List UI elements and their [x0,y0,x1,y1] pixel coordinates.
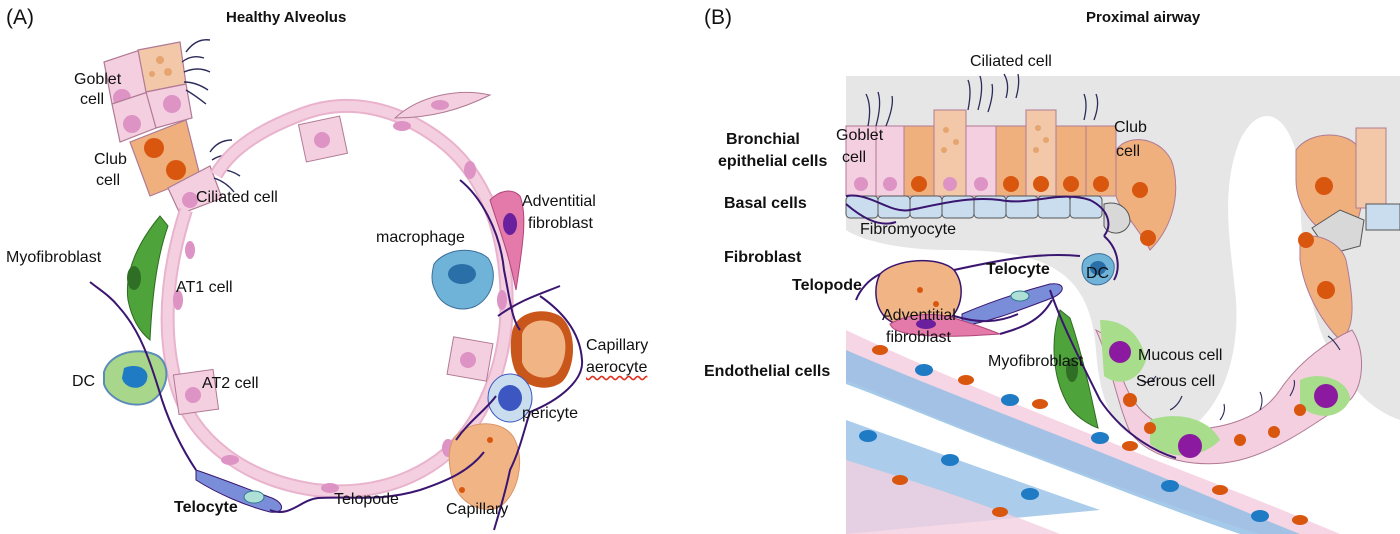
basal-cells-row [845,195,1131,234]
capillary-aerocyte-cell [510,311,573,388]
label-ciliated-cell: Ciliated cell [970,53,1052,70]
capillary-cell [448,423,521,510]
label-endothelial-cells: Endothelial cells [704,363,831,380]
label-goblet: Goblet [74,71,122,88]
label-telopode: Telopode [334,491,399,508]
label-telocyte: Telocyte [174,499,238,516]
pericyte-cell [487,373,533,423]
telocyte-cell [961,283,1063,327]
alveolus-illustration [89,39,584,531]
label-myofibroblast: Myofibroblast [6,249,102,266]
label-capillary: Capillary [446,501,509,518]
label-fibromyocyte: Fibromyocyte [860,221,957,238]
label-club-2: cell [96,172,121,189]
panel-b-letter: (B) [704,6,732,29]
airway-illustration [845,73,1400,534]
label-mucous-cell: Mucous cell [1138,347,1223,364]
bronchial-epithelium [845,73,1177,251]
endothelial-vessels [846,330,1340,534]
label-capillary-aerocyte: Capillary [586,337,649,354]
label-adventitial-2: fibroblast [886,329,951,346]
submucosal-gland [1094,320,1363,465]
label-bronchial: Bronchial [726,131,800,148]
airway-epithelium-column [103,39,241,215]
alveolar-wall [160,91,514,499]
myofibroblast-cell [126,215,169,342]
label-telopode: Telopode [792,277,862,294]
label-basal-cells: Basal cells [724,195,807,212]
label-goblet-2: cell [80,91,105,108]
label-capillary-aerocyte-2: aerocyte [586,359,648,376]
adventitial-fibroblast-cell [489,190,525,291]
label-adventitial-2: fibroblast [528,215,593,232]
label-dc: DC [72,373,96,390]
label-bronchial-2: epithelial cells [718,153,828,170]
dendritic-cell [1081,253,1115,286]
label-club: Club [1114,119,1147,136]
right-epithelium [1295,127,1400,341]
cilia-icon [865,73,1099,127]
label-at1-cell: AT1 cell [176,279,233,296]
label-fibroblast: Fibroblast [724,249,802,266]
label-adventitial: Adventitial [882,307,956,324]
telocyte-cell [195,469,282,513]
label-ciliated-cell: Ciliated cell [196,189,278,206]
label-telocyte: Telocyte [986,261,1050,278]
label-serous-cell: Serous cell [1136,373,1216,390]
label-at2-cell: AT2 cell [202,375,259,392]
panel-a-title: Healthy Alveolus [226,9,347,26]
label-adventitial: Adventitial [522,193,596,210]
telopode-lines [89,179,584,531]
label-pericyte: pericyte [522,405,579,422]
myofibroblast-cell [1053,309,1099,429]
label-club: Club [94,151,127,168]
panel-b-title: Proximal airway [1086,9,1201,26]
dendritic-cell [103,350,168,406]
adventitial-fibroblast-cell [889,313,1001,337]
label-myofibroblast: Myofibroblast [988,353,1084,370]
label-club-2: cell [1116,143,1141,160]
macrophage-cell [431,249,494,310]
label-goblet: Goblet [836,127,884,144]
label-dc: DC [1086,265,1110,282]
panel-b-proximal-airway: (B) Proximal airway Ciliated cell Bronch… [700,0,1400,534]
label-macrophage: macrophage [376,229,465,246]
telopode-lines [845,194,1177,459]
label-goblet-2: cell [842,149,867,166]
panel-a-healthy-alveolus: (A) Healthy Alveolus Goblet cell Club ce… [6,6,649,531]
panel-a-letter: (A) [6,6,34,29]
